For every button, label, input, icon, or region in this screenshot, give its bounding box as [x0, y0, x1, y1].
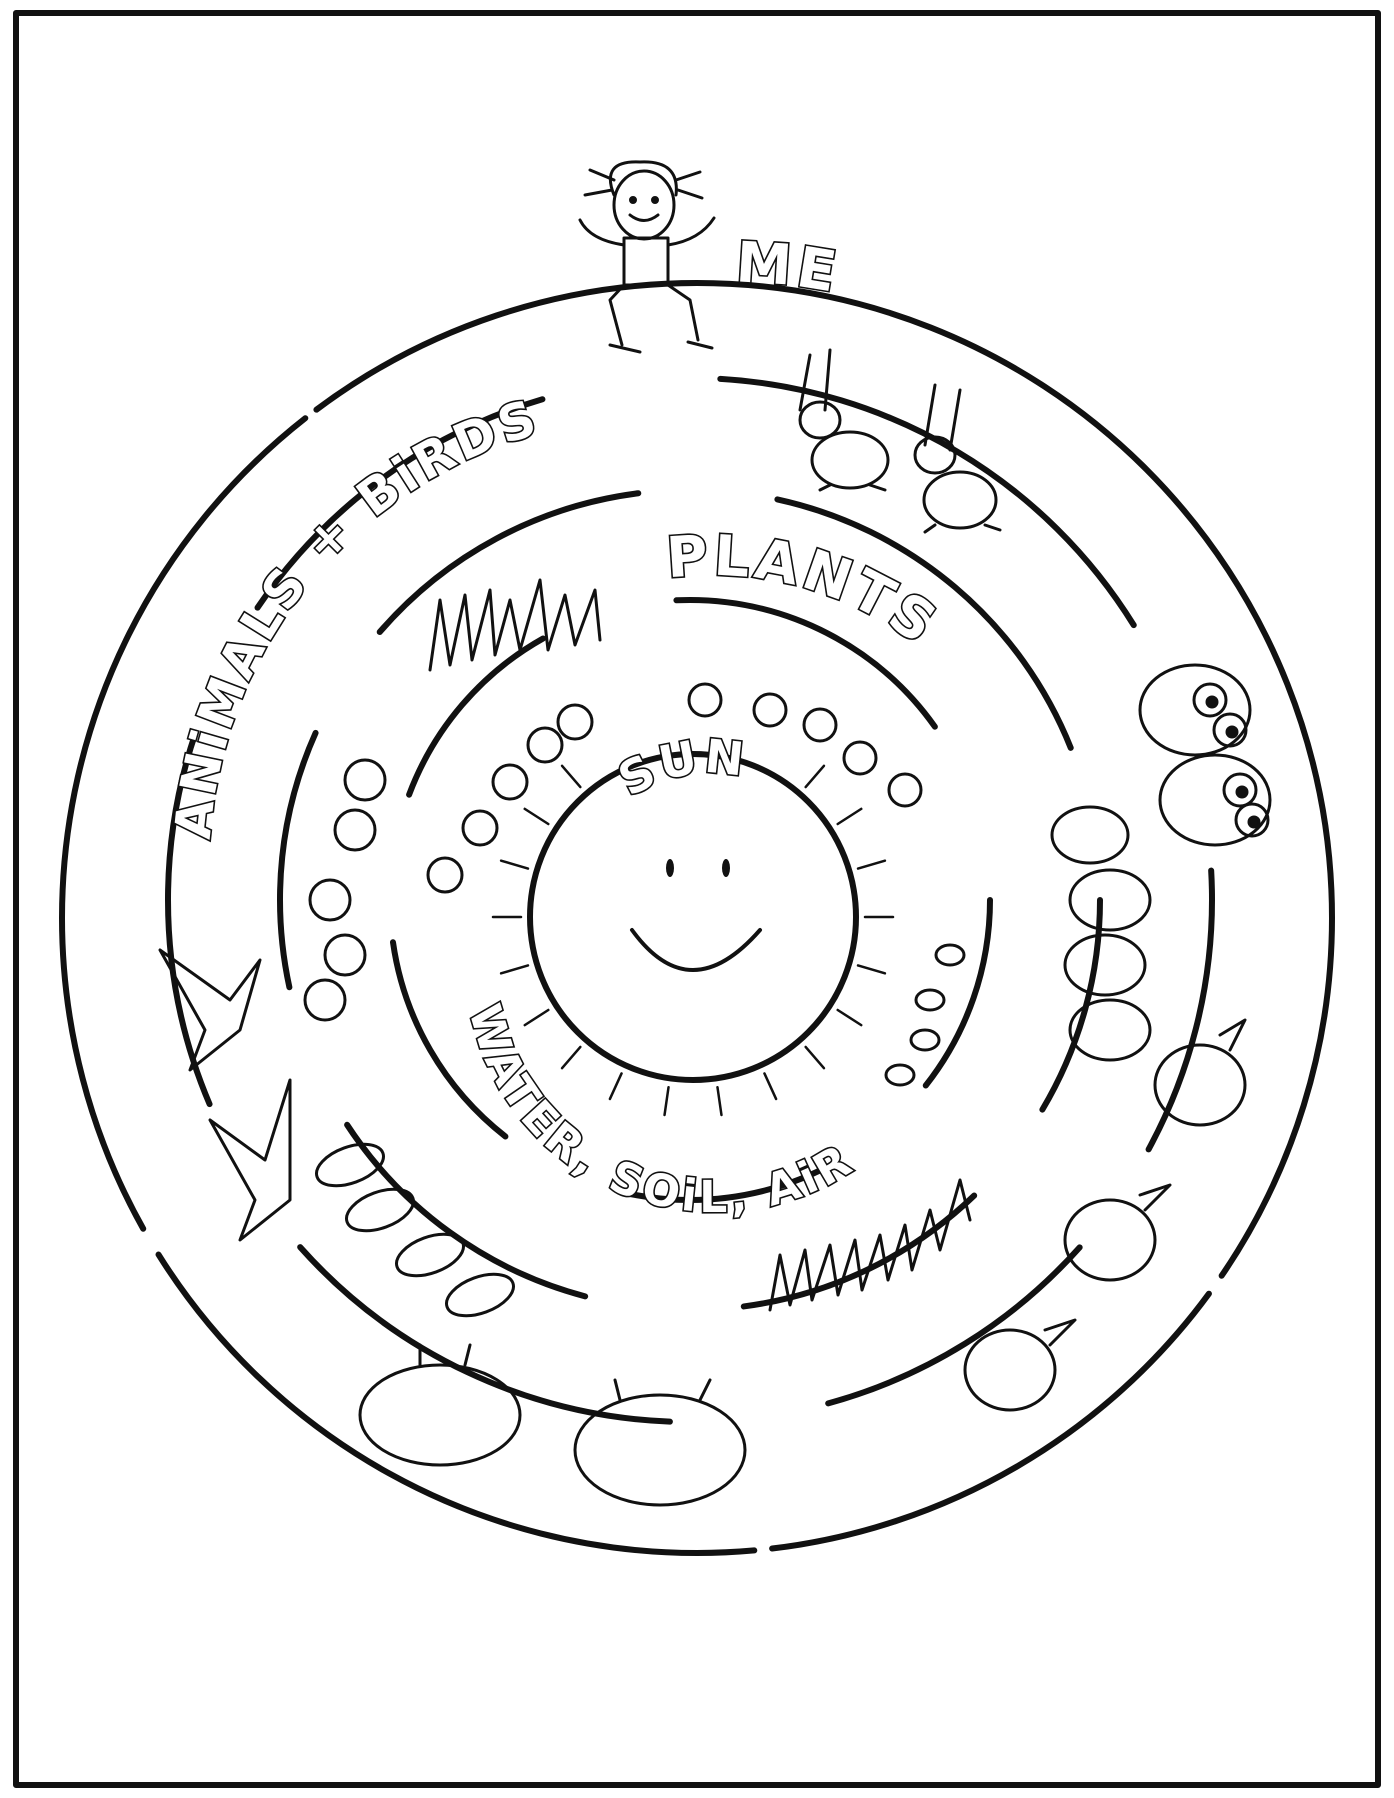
sun-ray: [806, 1047, 824, 1068]
ring-label-water-soil-air: WATER, SOiL, AiR: [458, 999, 863, 1223]
smiling-sun-icon: [493, 754, 893, 1115]
elephant-icon: [575, 1380, 745, 1505]
leaf-icon: [311, 1136, 519, 1324]
sun-ray: [858, 861, 885, 869]
sun-ray: [764, 1073, 776, 1098]
sun-ray: [717, 1087, 721, 1115]
sun-ray: [858, 965, 885, 973]
page-border: [16, 13, 1378, 1785]
flower-icon: [305, 760, 385, 1020]
owl-icon: [1140, 665, 1250, 755]
fish-icon: [1065, 1185, 1170, 1280]
sun-ray: [665, 1087, 669, 1115]
ring-air-soil-water: [390, 600, 990, 1200]
girl-icon: [580, 162, 714, 352]
sun-ray: [501, 965, 528, 973]
sun-ray: [501, 861, 528, 869]
elephant-icon: [360, 1345, 520, 1465]
rabbit-icon: [915, 385, 1000, 532]
raindrop-icon: [886, 945, 964, 1085]
sun-ray: [562, 1047, 580, 1068]
sun-ray: [562, 766, 580, 787]
ring-label-plants: PLANTS: [665, 523, 951, 658]
sun-ray: [806, 766, 824, 787]
sun-ray: [525, 809, 549, 824]
sun-ray: [838, 809, 862, 824]
ring-label-me: ME: [734, 230, 844, 306]
ring-label-animals-birds: ANiMALS + BiRDS: [164, 388, 547, 841]
owl-icon: [1160, 755, 1270, 845]
sun-ray: [525, 1010, 549, 1025]
sun-ray: [610, 1073, 622, 1098]
rabbit-icon: [800, 350, 888, 490]
bird-icon: [210, 1080, 290, 1240]
sun-ray: [838, 1010, 862, 1025]
ring-label-sun: SUN: [610, 729, 751, 807]
